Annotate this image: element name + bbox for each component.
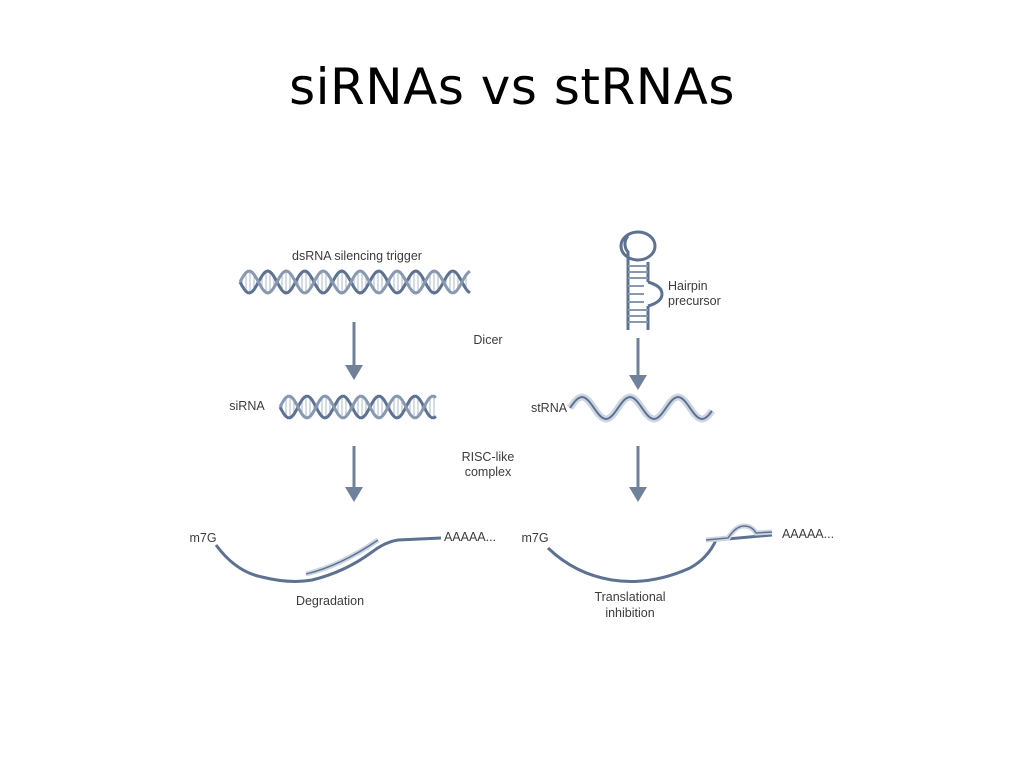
cap-label-left: m7G <box>189 531 216 545</box>
mrna-degradation <box>214 536 442 583</box>
arrow-risc-left <box>345 446 363 502</box>
translational-label-line1: Translational <box>594 590 665 604</box>
hairpin-precursor <box>619 230 664 330</box>
strna-label: stRNA <box>531 401 568 415</box>
sirna-helix <box>278 394 437 420</box>
strna-strand <box>567 393 715 423</box>
risc-label-line1: RISC-like <box>462 450 515 464</box>
degradation-label: Degradation <box>296 594 364 608</box>
arrow-risc-right <box>629 446 647 502</box>
hairpin-label-line2: precursor <box>668 294 721 308</box>
dsrna-helix <box>238 269 471 295</box>
slide-title: siRNAs vs stRNAs <box>289 58 735 116</box>
translational-label-line2: inhibition <box>605 606 654 620</box>
hairpin-label-line1: Hairpin <box>668 279 708 293</box>
cap-label-right: m7G <box>521 531 548 545</box>
polya-label-right: AAAAA... <box>782 527 834 541</box>
dsrna-trigger-label: dsRNA silencing trigger <box>292 249 422 263</box>
mrna-translational-inhibition <box>546 523 773 583</box>
risc-label-line2: complex <box>465 465 512 479</box>
polya-label-left: AAAAA... <box>444 530 496 544</box>
arrow-dicer-left <box>345 322 363 380</box>
dicer-label: Dicer <box>473 333 502 347</box>
arrow-dicer-right <box>629 338 647 390</box>
sirna-label: siRNA <box>229 399 265 413</box>
